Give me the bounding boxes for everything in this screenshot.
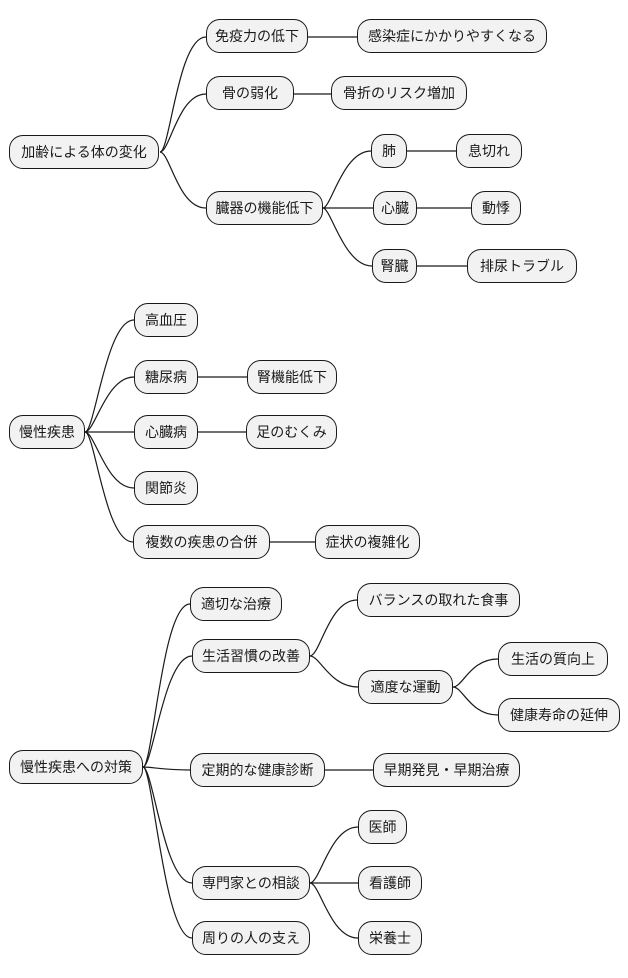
connector [159,151,207,209]
node-qol-improvement: 生活の質向上 [498,642,608,676]
connector [452,658,499,688]
connector [142,766,193,939]
node-appropriate-treatment: 適切な治療 [190,587,282,621]
node-lung: 肺 [371,134,407,168]
node-chronic-disease-root: 慢性疾患 [9,415,85,449]
node-dietitian: 栄養士 [358,921,422,955]
connector [452,686,499,716]
node-kidney: 腎臓 [372,249,417,283]
connector [322,207,373,267]
connector [142,766,191,771]
node-surrounding-support: 周りの人の支え [192,921,310,955]
connector [84,319,135,433]
connector [159,93,207,153]
node-symptom-complication: 症状の複雑化 [315,525,420,559]
node-early-detection: 早期発見・早期治療 [373,753,520,787]
node-moderate-exercise: 適度な運動 [358,670,453,704]
connector [84,431,134,543]
connector [142,766,193,884]
node-expert-consultation: 専門家との相談 [192,866,310,900]
connector [84,431,135,489]
node-hypertension: 高血圧 [134,303,198,337]
connector [322,150,372,209]
node-fracture-risk: 骨折のリスク増加 [331,76,467,110]
node-infection-susceptibility: 感染症にかかりやすくなる [357,19,547,53]
connector [159,36,207,153]
node-countermeasures-root: 慢性疾患への対策 [9,750,143,784]
node-heart: 心臓 [373,191,417,225]
node-regular-checkup: 定期的な健康診断 [190,753,325,787]
node-breathlessness: 息切れ [456,134,522,168]
node-nurse: 看護師 [358,866,422,900]
connector [309,826,359,884]
node-heart-disease: 心臓病 [134,415,198,449]
node-arthritis: 関節炎 [134,471,198,505]
node-diabetes: 糖尿病 [134,360,198,394]
node-urination-trouble: 排尿トラブル [467,249,577,283]
connector [309,655,359,688]
node-kidney-function-decline: 腎機能低下 [247,360,337,394]
node-doctor: 医師 [358,810,407,844]
connector [84,376,135,433]
node-immunity-decline: 免疫力の低下 [206,19,308,53]
node-palpitations: 動悸 [471,191,521,225]
node-bone-weakening: 骨の弱化 [206,76,294,110]
node-balanced-diet: バランスの取れた食事 [357,583,520,617]
node-healthy-lifespan: 健康寿命の延伸 [498,698,620,732]
connector [142,603,191,768]
node-organ-decline: 臓器の機能低下 [206,191,323,225]
node-aging-root: 加齢による体の変化 [9,135,159,169]
node-leg-swelling: 足のむくみ [246,415,337,449]
node-multiple-comorbidity: 複数の疾患の合併 [133,525,270,559]
node-lifestyle-improvement: 生活習慣の改善 [192,639,310,673]
connector [142,655,193,768]
connector [309,882,359,939]
connector [309,599,358,657]
